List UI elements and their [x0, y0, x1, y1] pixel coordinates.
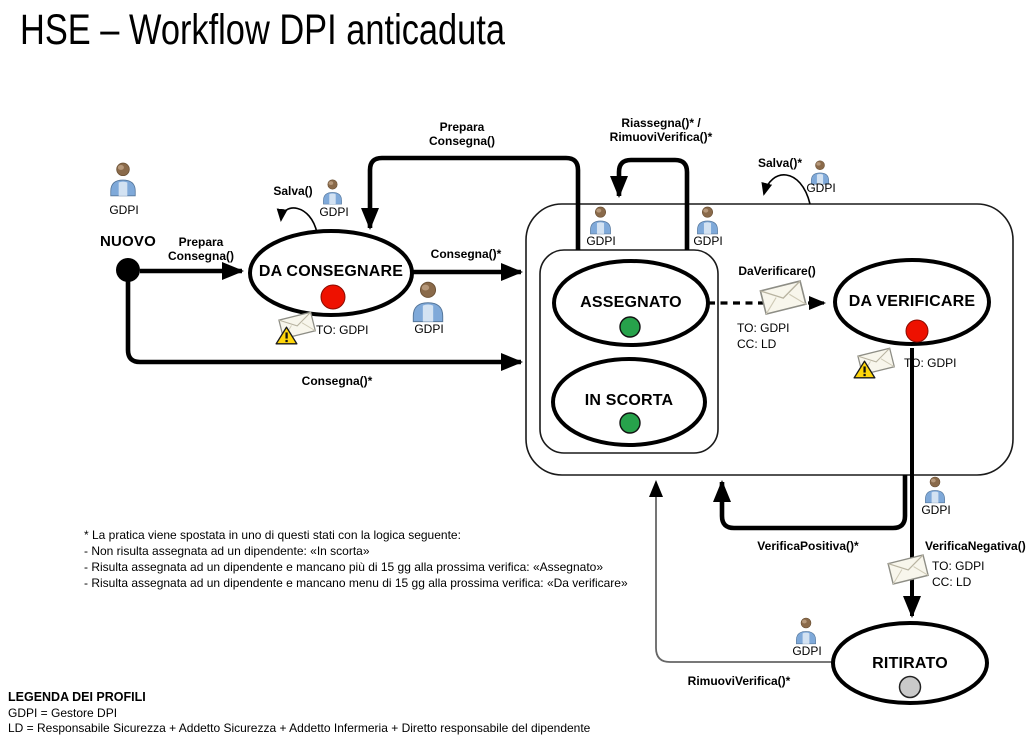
- transition-arrows: [125, 155, 921, 663]
- actor-caption: GDPI: [109, 203, 139, 217]
- actor-caption: GDPI: [319, 205, 349, 219]
- mail-caption-cc: CC: LD: [737, 337, 777, 351]
- status-dot-ritirato: [898, 675, 922, 699]
- mail-caption-to: TO: GDPI: [932, 559, 985, 573]
- legend-gdpi: GDPI = Gestore DPI: [8, 706, 118, 720]
- footnote-line: - Risulta assegnata ad un dipendente e m…: [84, 560, 603, 574]
- mail-caption-cc: CC: LD: [932, 575, 972, 589]
- state-da-verificare-shape: [833, 258, 991, 346]
- mail-caption-to: TO: GDPI: [904, 356, 957, 370]
- legend-title: LEGENDA DEI PROFILI: [8, 690, 146, 704]
- label-consegna-lower: Consegna()*: [301, 374, 373, 388]
- warning-icon: [275, 325, 298, 346]
- actor-caption: GDPI: [806, 181, 836, 195]
- state-label-nuovo: NUOVO: [99, 233, 157, 250]
- label-daverificare: DaVerificare(): [738, 264, 816, 278]
- arrow-verifica-positiva: [713, 475, 908, 531]
- label-line: Prepara: [439, 120, 485, 134]
- label-line: Consegna(): [429, 134, 495, 148]
- arrow-salva-selfloop: [276, 207, 318, 234]
- status-dot-da-verificare: [905, 319, 929, 343]
- status-dot-da-consegnare: [320, 284, 346, 310]
- actor-caption: GDPI: [414, 322, 444, 336]
- mail-icon: [886, 549, 930, 589]
- mail-caption-to: TO: GDPI: [316, 323, 369, 337]
- label-salva: Salva(): [273, 184, 313, 198]
- person-icon: [322, 179, 343, 205]
- person-icon: [810, 160, 830, 185]
- arrow-salva-star-selfloop: [761, 174, 811, 205]
- arrow-consegna-lower: [125, 278, 523, 371]
- state-in-scorta-shape: [551, 357, 707, 447]
- label-rimuovi-verifica: RimuoviVerifica()*: [687, 674, 791, 688]
- state-label-assegnato: ASSEGNATO: [580, 294, 682, 311]
- person-icon: [696, 206, 719, 235]
- legend-ld: LD = Responsabile Sicurezza + Addetto Si…: [8, 721, 591, 735]
- person-icon: [795, 617, 817, 645]
- state-label-in-scorta: IN SCORTA: [584, 392, 674, 409]
- footnote-line: * La pratica viene spostata in uno di qu…: [84, 528, 461, 542]
- label-verifica-negativa: VerificaNegativa(): [925, 539, 1026, 553]
- footnote-line: - Risulta assegnata ad un dipendente e m…: [84, 576, 628, 590]
- status-dot-in-scorta: [619, 412, 641, 434]
- label-line: RimuoviVerifica()*: [609, 130, 713, 144]
- person-icon: [411, 281, 445, 323]
- state-assegnato-shape: [552, 259, 710, 347]
- footnote-line: - Non risulta assegnata ad un dipendente…: [84, 544, 370, 558]
- actor-caption: GDPI: [792, 644, 822, 658]
- label-prepara-consegna-2: Prepara Consegna(): [429, 120, 495, 148]
- status-dot-assegnato: [619, 316, 641, 338]
- mail-icon: [758, 277, 808, 317]
- person-icon: [109, 162, 137, 197]
- label-line: Riassegna()* /: [621, 116, 701, 130]
- label-riassegna: Riassegna()* / RimuoviVerifica()*: [610, 116, 713, 144]
- actor-caption: GDPI: [921, 503, 951, 517]
- mail-caption-to: TO: GDPI: [737, 321, 790, 335]
- page-title: HSE – Workflow DPI anticaduta: [20, 6, 626, 55]
- person-icon: [589, 206, 612, 235]
- label-line: Consegna(): [168, 249, 234, 263]
- state-label-ritirato: RITIRATO: [872, 655, 948, 672]
- state-ritirato-shape: [831, 621, 989, 705]
- state-label-da-consegnare: DA CONSEGNARE: [258, 263, 404, 280]
- label-consegna-upper: Consegna()*: [430, 247, 502, 261]
- actor-caption: GDPI: [693, 234, 723, 248]
- initial-state-dot: [116, 258, 140, 282]
- label-salva-star: Salva()*: [757, 156, 803, 170]
- label-line: Prepara: [178, 235, 224, 249]
- actor-caption: GDPI: [586, 234, 616, 248]
- state-da-consegnare-shape: [248, 229, 414, 317]
- label-verifica-positiva: VerificaPositiva()*: [757, 539, 859, 553]
- warning-icon: [853, 359, 876, 380]
- person-icon: [924, 476, 946, 504]
- arrow-prepara-consegna-top: [361, 155, 581, 250]
- state-label-da-verificare: DA VERIFICARE: [848, 293, 976, 310]
- page-title-text: HSE – Workflow DPI anticaduta: [20, 6, 505, 54]
- state-shapes: [116, 229, 991, 705]
- arrow-riassegna: [610, 157, 690, 250]
- arrow-rimuovi-verifica: [649, 480, 834, 663]
- label-prepara-consegna-1: Prepara Consegna(): [168, 235, 234, 263]
